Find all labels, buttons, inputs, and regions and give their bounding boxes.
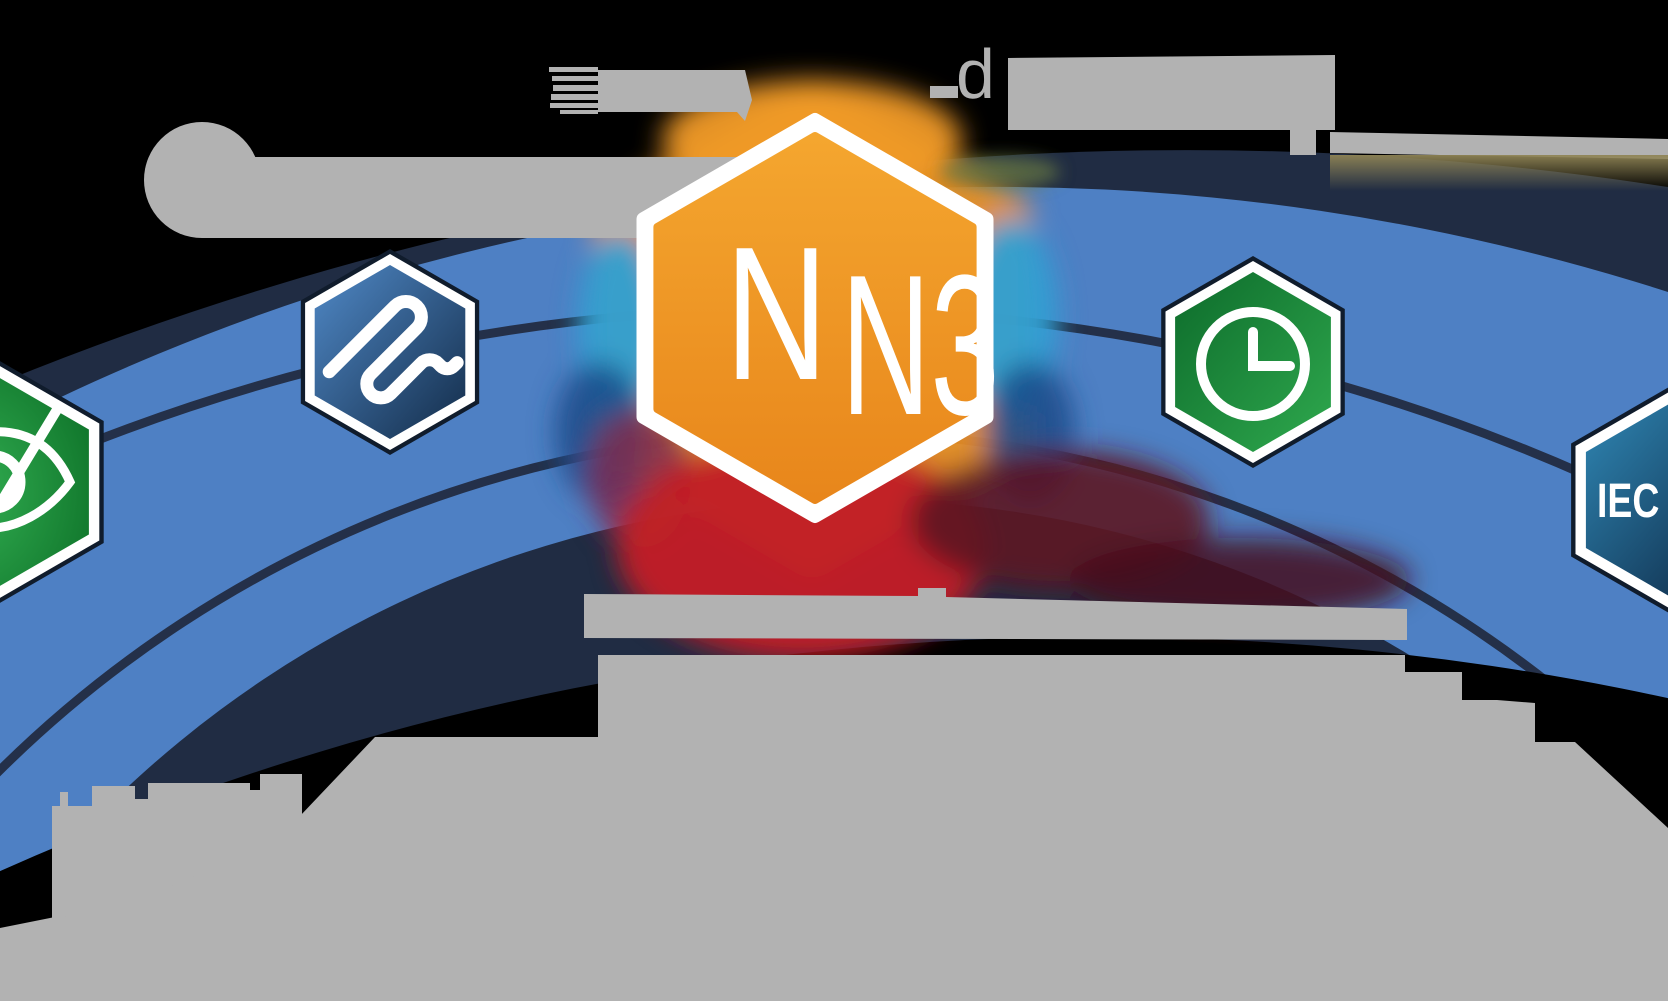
partial-letter-d: d <box>956 35 995 113</box>
visibility-hex-fill <box>0 378 89 586</box>
redacted-bottom-text-mass <box>0 655 1668 1001</box>
swoosh-olive-fade <box>1330 155 1668 191</box>
eye-slash-icon <box>0 403 76 532</box>
redacted-top-center-fragment <box>549 67 752 121</box>
small-text-flag <box>598 70 752 121</box>
redacted-text-layer: d <box>0 35 1668 1001</box>
node-time <box>1161 256 1345 468</box>
eye-pupil-ring <box>0 451 26 513</box>
text-line-1 <box>549 67 598 72</box>
iec-label: IEC <box>1597 475 1659 529</box>
partial-letter-stub <box>930 86 958 98</box>
maroon-glow-far-right <box>1070 538 1410 622</box>
n3-label: N3 <box>841 234 999 458</box>
clock-face <box>1196 307 1310 421</box>
coil-path <box>322 295 464 405</box>
redacted-headline-letter-tops <box>52 774 302 920</box>
top-right-swoosh <box>1330 132 1668 159</box>
redacted-top-left-fragment <box>144 122 743 238</box>
redacted-top-right-fragment: d <box>930 35 1668 159</box>
node-iec: IEC <box>1571 387 1668 613</box>
eye-outline <box>0 427 76 532</box>
iec-hex-fill <box>1585 404 1668 596</box>
olive-blend-right <box>940 156 1060 188</box>
clock-hands <box>1248 327 1295 371</box>
text-line-5 <box>550 103 598 108</box>
text-line-6 <box>560 110 598 114</box>
top-left-text-bar <box>248 157 743 238</box>
text-line-3 <box>553 85 598 91</box>
eye-slash-line <box>0 403 63 514</box>
text-line-2 <box>552 76 598 81</box>
n3-label-n: N <box>725 207 828 420</box>
node-coil <box>300 249 480 455</box>
coil-icon <box>322 295 464 405</box>
redacted-subtitle-band <box>584 588 1407 640</box>
top-right-text-band <box>1008 55 1335 155</box>
text-line-4 <box>551 94 598 100</box>
g-letter-blob-join <box>202 122 250 238</box>
n3-hex-fill <box>653 132 977 504</box>
node-n3: N N3 <box>636 113 999 523</box>
node-visibility <box>0 361 104 603</box>
clock-icon <box>1196 307 1310 421</box>
